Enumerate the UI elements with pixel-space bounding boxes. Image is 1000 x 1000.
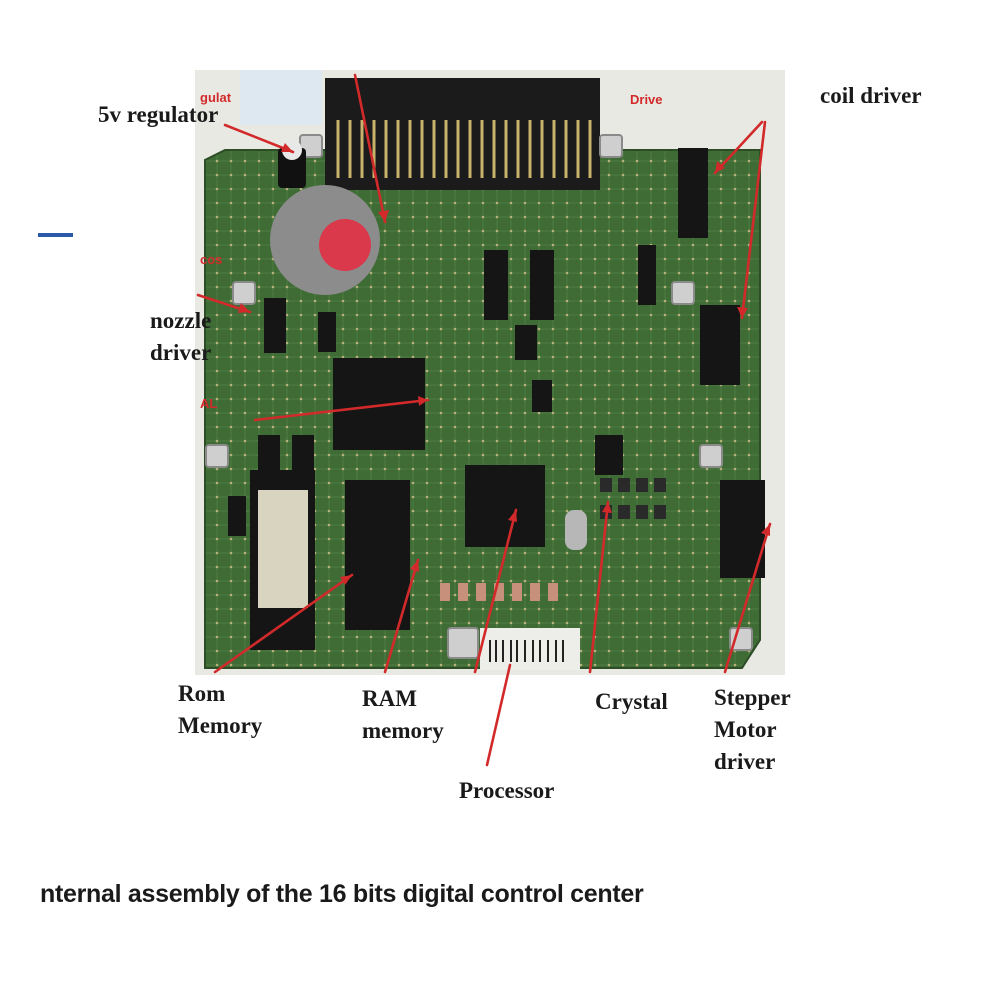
label-stepper-line-2: Motor bbox=[714, 717, 777, 742]
arrow-coil-upper bbox=[713, 120, 764, 175]
arrow-processor-a bbox=[473, 508, 518, 674]
label-ram-memory-line-2: memory bbox=[362, 718, 444, 743]
arrow-coil-lower bbox=[740, 120, 767, 320]
figure-caption: nternal assembly of the 16 bits digital … bbox=[40, 880, 644, 908]
arrow-regulator bbox=[223, 123, 295, 154]
arrow-stepper bbox=[723, 522, 772, 674]
label-coil-driver: coil driver bbox=[820, 83, 922, 108]
label-stepper-motor-driver: Stepper Motor driver bbox=[714, 682, 791, 778]
cutoff-label-regulator: gulat bbox=[200, 90, 232, 105]
cutoff-label-al: AL bbox=[200, 396, 218, 411]
label-processor: Processor bbox=[459, 778, 555, 803]
label-nozzle-driver-line-1: nozzle bbox=[150, 308, 212, 333]
label-5v-regulator: 5v regulator bbox=[98, 102, 219, 127]
label-rom-memory-line-2: Memory bbox=[178, 713, 263, 738]
label-crystal: Crystal bbox=[595, 689, 668, 714]
label-stepper-line-1: Stepper bbox=[714, 685, 791, 710]
arrow-crystal bbox=[588, 500, 610, 674]
arrow-rom bbox=[213, 573, 354, 674]
label-arrows bbox=[196, 73, 772, 767]
arrow-top bbox=[353, 73, 387, 224]
arrow-large-ic bbox=[253, 398, 430, 422]
label-rom-memory: Rom Memory bbox=[178, 678, 262, 742]
label-ram-memory-line-1: RAM bbox=[362, 686, 417, 711]
label-ram-memory: RAM memory bbox=[362, 683, 444, 747]
ram-chip bbox=[345, 480, 410, 630]
arrow-processor-b bbox=[485, 663, 512, 767]
label-nozzle-driver-line-2: driver bbox=[150, 340, 212, 365]
label-rom-memory-line-1: Rom bbox=[178, 681, 226, 706]
processor-chip bbox=[465, 465, 545, 547]
label-nozzle-driver: nozzle driver bbox=[150, 305, 211, 369]
cutoff-label-cos: cos bbox=[200, 252, 223, 267]
large-ic bbox=[333, 358, 425, 450]
label-stepper-line-3: driver bbox=[714, 749, 776, 774]
arrow-ram bbox=[383, 558, 420, 674]
blue-dash-mark bbox=[38, 233, 73, 237]
cutoff-label-driver: Drive bbox=[630, 92, 663, 107]
crystal-component bbox=[565, 510, 587, 550]
